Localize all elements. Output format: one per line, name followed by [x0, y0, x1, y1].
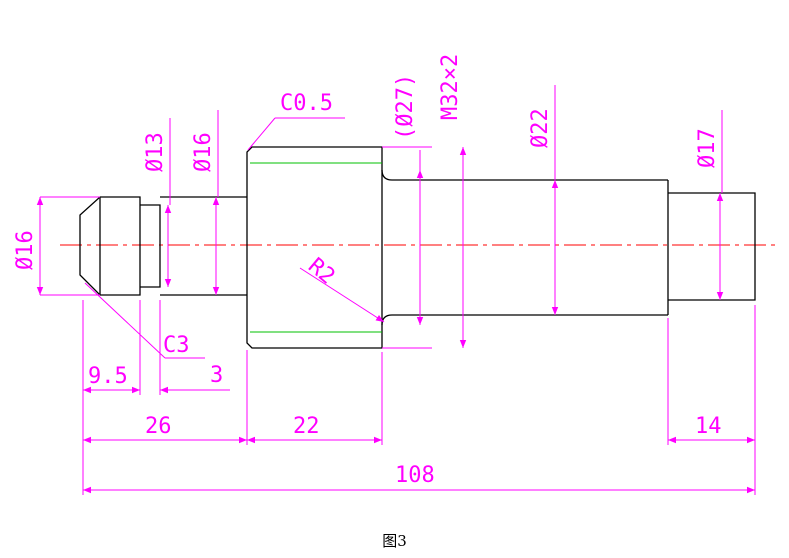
dim-d27: (Ø27) — [393, 74, 418, 140]
dim-d16-mid: Ø16 — [191, 132, 216, 172]
dim-3: 3 — [210, 363, 223, 388]
figure-caption: 图3 — [382, 532, 407, 550]
dim-c3: C3 — [163, 333, 190, 358]
dim-d13: Ø13 — [143, 132, 168, 172]
shaft-drawing: Ø16 Ø13 Ø16 C0.5 (Ø27) M32×2 Ø22 Ø17 R2 … — [13, 54, 775, 495]
dim-d22: Ø22 — [528, 108, 553, 148]
thread-lines — [250, 162, 382, 333]
dim-d16-left: Ø16 — [13, 230, 38, 270]
dimension-lines — [36, 85, 756, 495]
dim-22: 22 — [293, 414, 320, 439]
dim-d17: Ø17 — [695, 128, 720, 168]
dim-m32: M32×2 — [438, 54, 463, 120]
shaft-outline — [79, 146, 756, 349]
dim-108: 108 — [395, 463, 435, 488]
dim-9-5: 9.5 — [88, 364, 128, 389]
dim-14: 14 — [695, 414, 722, 439]
dim-r2: R2 — [303, 253, 339, 289]
dim-26: 26 — [145, 414, 172, 439]
dim-c05: C0.5 — [280, 91, 333, 116]
